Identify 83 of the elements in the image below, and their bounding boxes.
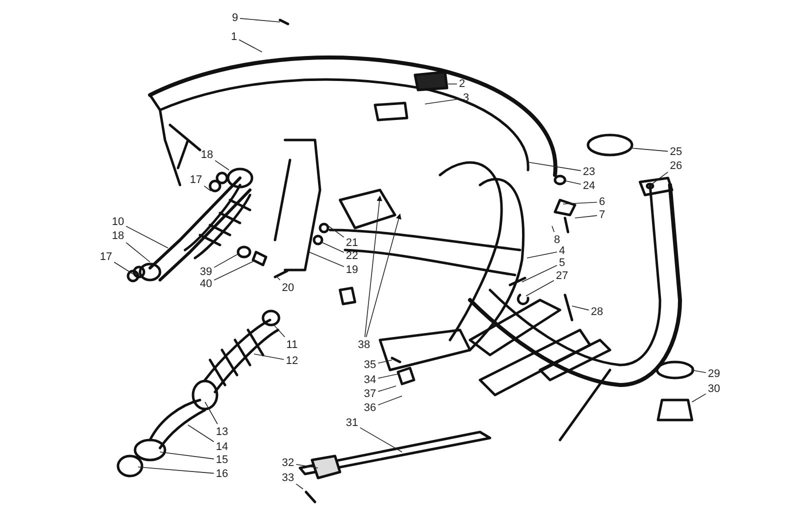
leader-line bbox=[652, 172, 668, 184]
leader-line bbox=[254, 354, 284, 360]
leader-line bbox=[204, 186, 212, 192]
callout-number: 20 bbox=[282, 282, 294, 294]
leader-line bbox=[204, 402, 218, 424]
callout-number: 31 bbox=[346, 417, 358, 429]
callout-number: 1 bbox=[230, 31, 238, 43]
leader-line bbox=[562, 202, 598, 204]
callout-number: 19 bbox=[346, 264, 358, 276]
leader-line bbox=[690, 370, 706, 373]
leader-line bbox=[522, 265, 558, 282]
callout-number: 5 bbox=[558, 257, 566, 269]
callout-number: 18 bbox=[200, 149, 214, 161]
leader-line bbox=[526, 280, 554, 296]
callout-number: 16 bbox=[216, 468, 228, 480]
callout-number: 24 bbox=[582, 180, 596, 192]
leader-line bbox=[214, 260, 254, 280]
callout-number: 27 bbox=[556, 270, 568, 282]
callout-number: 4 bbox=[558, 245, 566, 257]
callout-number: 37 bbox=[364, 388, 376, 400]
callout-number: 13 bbox=[216, 426, 228, 438]
callout-number: 29 bbox=[708, 368, 720, 380]
leader-line bbox=[378, 374, 398, 379]
leader-line bbox=[552, 226, 555, 232]
leader-line bbox=[378, 360, 392, 364]
callout-number: 17 bbox=[190, 174, 202, 186]
callout-number: 35 bbox=[364, 359, 376, 371]
leader-line bbox=[188, 424, 214, 442]
leader-line bbox=[566, 180, 582, 185]
callout-number: 36 bbox=[364, 402, 376, 414]
leader-line bbox=[296, 484, 304, 490]
leader-line bbox=[272, 324, 286, 338]
leader-line bbox=[320, 242, 344, 253]
callout-number: 21 bbox=[346, 237, 358, 249]
leader-line bbox=[378, 386, 396, 392]
callout-number: 12 bbox=[286, 355, 298, 367]
callout-number: 2 bbox=[458, 78, 466, 90]
callout-number: 23 bbox=[582, 166, 596, 178]
callout-number: 9 bbox=[232, 12, 238, 24]
leader-line bbox=[326, 224, 344, 238]
callout-number: 38 bbox=[358, 339, 370, 351]
leader-line bbox=[296, 464, 318, 468]
leader-line bbox=[364, 195, 382, 338]
leader-line bbox=[378, 396, 402, 406]
leader-line bbox=[214, 254, 238, 268]
leader-line bbox=[126, 242, 150, 262]
callout-number: 7 bbox=[598, 209, 606, 221]
leader-line bbox=[526, 162, 582, 172]
leader-line bbox=[692, 393, 706, 402]
leader-line bbox=[308, 252, 344, 267]
callout-number: 17 bbox=[100, 251, 112, 263]
callout-number: 28 bbox=[590, 306, 604, 318]
callout-number: 8 bbox=[554, 234, 560, 246]
callout-number: 32 bbox=[282, 457, 294, 469]
callout-number: 11 bbox=[286, 339, 298, 351]
callout-number: 14 bbox=[216, 441, 228, 453]
leader-line bbox=[240, 18, 280, 22]
callout-number: 6 bbox=[598, 196, 606, 208]
leader-line bbox=[238, 39, 262, 52]
leader-line bbox=[574, 215, 598, 218]
callout-number: 33 bbox=[282, 472, 294, 484]
leader-line bbox=[424, 98, 462, 104]
callout-number: 22 bbox=[346, 250, 358, 262]
leader-line bbox=[114, 262, 134, 274]
leader-line bbox=[366, 213, 402, 338]
callout-number: 10 bbox=[112, 216, 124, 228]
callout-number: 25 bbox=[670, 146, 682, 158]
callout-number: 34 bbox=[364, 374, 376, 386]
leader-line bbox=[630, 148, 668, 152]
callout-number: 30 bbox=[708, 383, 720, 395]
callout-number: 15 bbox=[216, 454, 228, 466]
leader-line bbox=[126, 226, 168, 248]
callout-number: 40 bbox=[200, 278, 212, 290]
callout-number: 18 bbox=[112, 230, 124, 242]
leader-line bbox=[138, 466, 214, 474]
leader-line bbox=[572, 306, 590, 310]
leader-line bbox=[526, 252, 558, 258]
callout-number: 26 bbox=[670, 160, 682, 172]
leader-line bbox=[160, 452, 214, 460]
leader-line bbox=[360, 427, 402, 452]
callout-number: 39 bbox=[200, 266, 212, 278]
leader-line bbox=[214, 160, 230, 170]
leader-line bbox=[276, 276, 280, 280]
